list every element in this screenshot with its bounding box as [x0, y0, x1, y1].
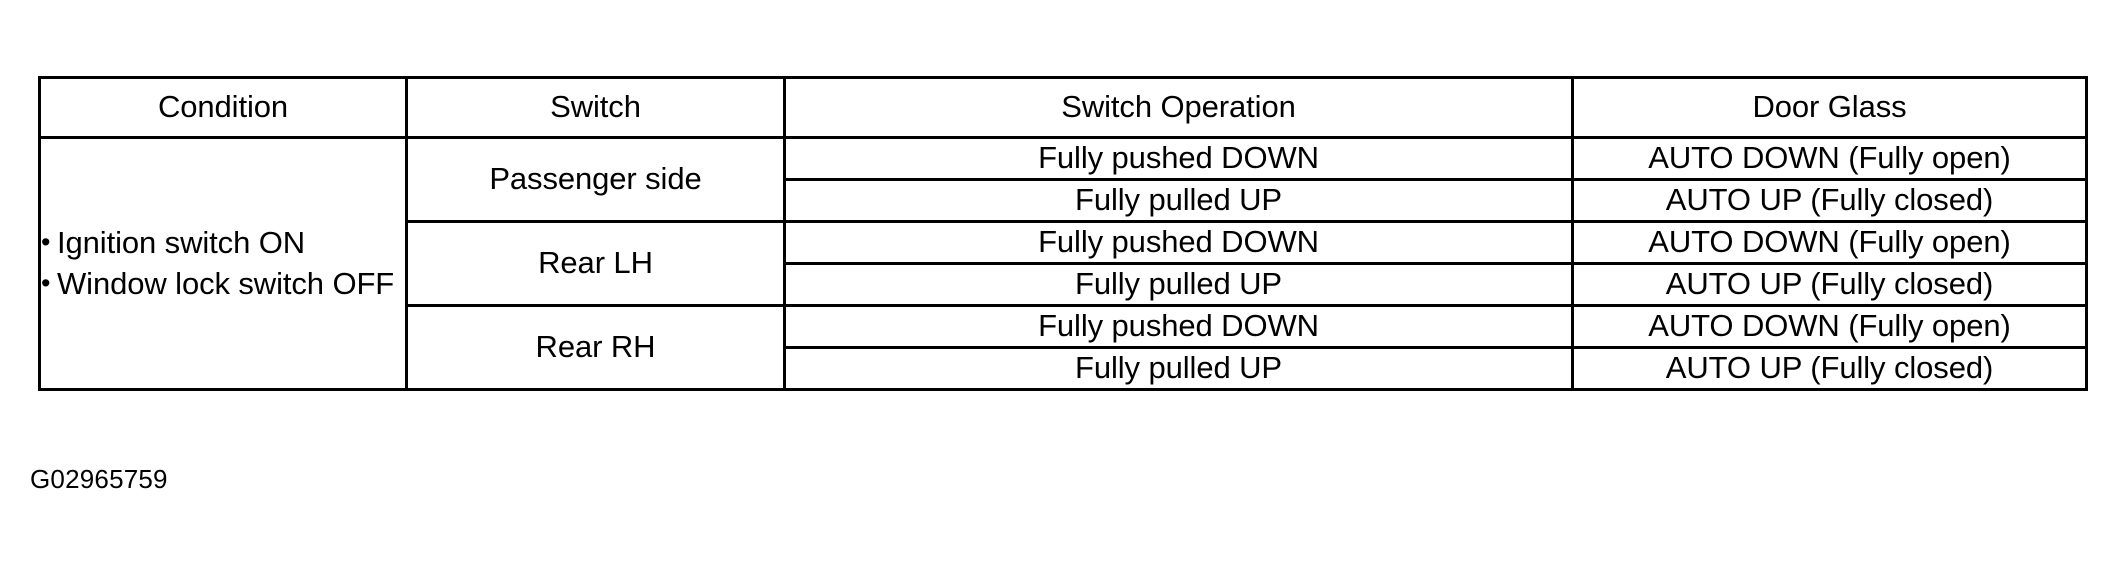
table-row: Fully pulled UP AUTO UP (Fully closed) — [40, 178, 2088, 223]
switch-operation-cell: Fully pulled UP — [783, 346, 1574, 391]
table-header-row: Condition Switch Switch Operation Door G… — [38, 76, 2088, 139]
condition-list-item: •Window lock switch OFF — [41, 264, 405, 304]
column-header-switch-operation: Switch Operation — [783, 76, 1574, 139]
switch-operation-cell: Fully pushed DOWN — [783, 220, 1574, 265]
switch-operation-cell: Fully pushed DOWN — [783, 136, 1574, 181]
condition-list-item: •Ignition switch ON — [41, 223, 405, 263]
condition-list: •Ignition switch ON •Window lock switch … — [41, 223, 405, 304]
condition-cell: •Ignition switch ON •Window lock switch … — [38, 136, 408, 391]
switch-operation-cell: Fully pulled UP — [783, 178, 1574, 223]
table-body: •Ignition switch ON •Window lock switch … — [38, 136, 2088, 391]
table-row: Rear RH Fully pushed DOWN AUTO DOWN (Ful… — [40, 304, 2088, 391]
bullet-icon: • — [41, 267, 51, 298]
column-header-condition: Condition — [38, 76, 408, 139]
column-header-switch: Switch — [405, 76, 786, 139]
switch-cell-passenger-side: Passenger side — [405, 136, 786, 223]
condition-item-text: Window lock switch OFF — [57, 265, 395, 301]
condition-item-text: Ignition switch ON — [57, 225, 306, 261]
table-row: Rear LH Fully pushed DOWN AUTO DOWN (Ful… — [40, 220, 2088, 307]
figure-caption: G02965759 — [30, 464, 168, 494]
window-auto-operation-table: Condition Switch Switch Operation Door G… — [38, 76, 2088, 391]
door-glass-cell: AUTO UP (Fully closed) — [1571, 346, 2088, 391]
switch-operation-cell: Fully pushed DOWN — [783, 304, 1574, 349]
door-glass-cell: AUTO DOWN (Fully open) — [1571, 136, 2088, 181]
switch-cell-rear-rh: Rear RH — [405, 304, 786, 391]
switch-operation-cell: Fully pulled UP — [783, 262, 1574, 307]
column-header-door-glass: Door Glass — [1571, 76, 2088, 139]
door-glass-cell: AUTO DOWN (Fully open) — [1571, 304, 2088, 349]
door-glass-cell: AUTO UP (Fully closed) — [1571, 262, 2088, 307]
switch-cell-rear-lh: Rear LH — [405, 220, 786, 307]
table-row: Fully pulled UP AUTO UP (Fully closed) — [40, 346, 2088, 391]
bullet-icon: • — [41, 227, 51, 258]
table-row: Fully pulled UP AUTO UP (Fully closed) — [40, 262, 2088, 307]
door-glass-cell: AUTO DOWN (Fully open) — [1571, 220, 2088, 265]
table-row: •Ignition switch ON •Window lock switch … — [38, 136, 2088, 391]
door-glass-cell: AUTO UP (Fully closed) — [1571, 178, 2088, 223]
